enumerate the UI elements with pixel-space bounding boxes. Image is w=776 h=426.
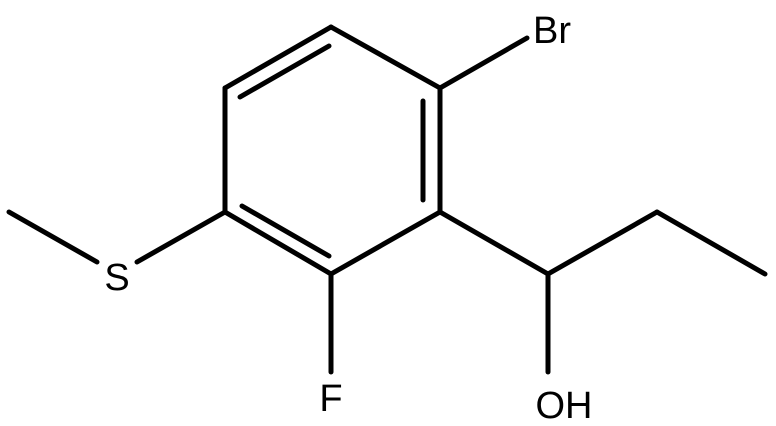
ring-double-bond-bottom xyxy=(239,203,332,259)
bond-c3-choh xyxy=(437,209,551,277)
ring-bond-c4-c5 xyxy=(222,209,334,277)
bond-choh-ch2 xyxy=(545,209,660,277)
atom-label-fluorine: F xyxy=(319,378,342,420)
ring-bond-c6-c1 xyxy=(222,24,334,91)
ring-bond-c3-c4 xyxy=(328,209,443,277)
bond-ch2-ch3 xyxy=(654,209,768,277)
bond-c2-br xyxy=(437,35,530,91)
atom-label-bromine: Br xyxy=(533,10,571,52)
bond-s-methyl xyxy=(6,209,100,265)
ring-bond-c1-c2 xyxy=(328,24,443,91)
benzene-ring xyxy=(222,24,443,277)
bond-c5-s xyxy=(134,209,228,265)
atom-label-hydroxyl: OH xyxy=(536,385,593,426)
atom-label-sulfur: S xyxy=(104,257,129,299)
ring-double-bond-top xyxy=(237,43,332,100)
